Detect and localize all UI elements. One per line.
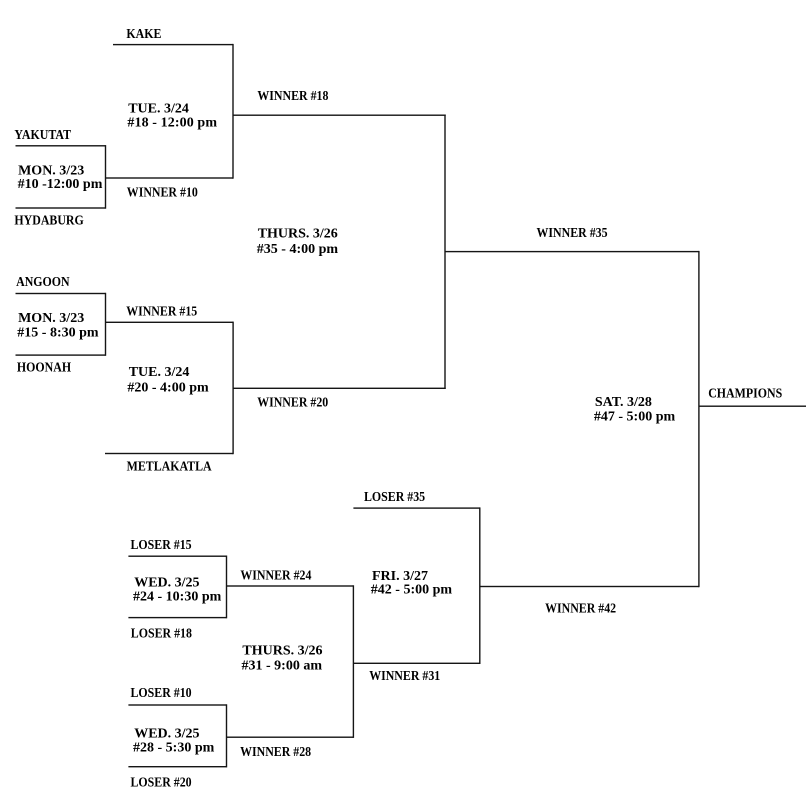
svg-text:WINNER #18: WINNER #18 <box>257 87 328 103</box>
svg-text:HYDABURG: HYDABURG <box>14 212 83 228</box>
svg-text:LOSER #20: LOSER #20 <box>131 774 192 790</box>
svg-text:METLAKATLA: METLAKATLA <box>127 457 213 473</box>
svg-text:#18 - 12:00 pm: #18 - 12:00 pm <box>127 115 217 130</box>
svg-text:KAKE: KAKE <box>126 25 161 41</box>
svg-text:WINNER #10: WINNER #10 <box>127 184 198 200</box>
svg-text:WINNER #15: WINNER #15 <box>126 303 197 319</box>
svg-text:WINNER #35: WINNER #35 <box>537 224 608 240</box>
svg-text:TUE. 3/24: TUE. 3/24 <box>129 365 190 380</box>
svg-text:#15 - 8:30 pm: #15 - 8:30 pm <box>17 325 99 340</box>
svg-text:FRI. 3/27: FRI. 3/27 <box>372 569 428 584</box>
svg-text:#42 - 5:00 pm: #42 - 5:00 pm <box>371 582 453 597</box>
svg-text:#10 -12:00 pm: #10 -12:00 pm <box>18 177 103 192</box>
svg-text:THURS. 3/26: THURS. 3/26 <box>242 643 322 658</box>
svg-text:LOSER #15: LOSER #15 <box>131 536 193 552</box>
svg-text:THURS. 3/26: THURS. 3/26 <box>258 227 338 242</box>
svg-text:WINNER #24: WINNER #24 <box>240 566 311 582</box>
svg-text:LOSER #10: LOSER #10 <box>131 684 192 700</box>
svg-text:#47 - 5:00 pm: #47 - 5:00 pm <box>594 409 676 424</box>
svg-text:ANGOON: ANGOON <box>16 273 70 289</box>
svg-text:WINNER #31: WINNER #31 <box>369 667 440 683</box>
svg-text:#28 - 5:30 pm: #28 - 5:30 pm <box>133 740 215 755</box>
svg-text:MON. 3/23: MON. 3/23 <box>18 311 84 326</box>
svg-text:#24 - 10:30 pm: #24 - 10:30 pm <box>133 590 222 605</box>
svg-text:MON. 3/23: MON. 3/23 <box>18 163 84 178</box>
svg-text:#31 - 9:00 am: #31 - 9:00 am <box>242 658 323 673</box>
svg-text:WINNER #20: WINNER #20 <box>257 394 328 410</box>
svg-text:TUE. 3/24: TUE. 3/24 <box>128 102 189 117</box>
svg-text:HOONAH: HOONAH <box>17 359 71 375</box>
svg-text:WED. 3/25: WED. 3/25 <box>134 575 199 590</box>
svg-text:YAKUTAT: YAKUTAT <box>14 126 71 142</box>
svg-text:CHAMPIONS: CHAMPIONS <box>708 385 782 401</box>
svg-text:#35 - 4:00 pm: #35 - 4:00 pm <box>257 242 339 257</box>
svg-text:LOSER #18: LOSER #18 <box>131 624 193 640</box>
svg-text:WINNER #28: WINNER #28 <box>240 743 311 759</box>
svg-text:WINNER #42: WINNER #42 <box>545 600 616 616</box>
svg-text:#20 - 4:00 pm: #20 - 4:00 pm <box>127 381 209 396</box>
svg-text:WED. 3/25: WED. 3/25 <box>134 726 199 741</box>
svg-text:SAT. 3/28: SAT. 3/28 <box>595 395 652 410</box>
svg-text:LOSER #35: LOSER #35 <box>364 488 426 504</box>
